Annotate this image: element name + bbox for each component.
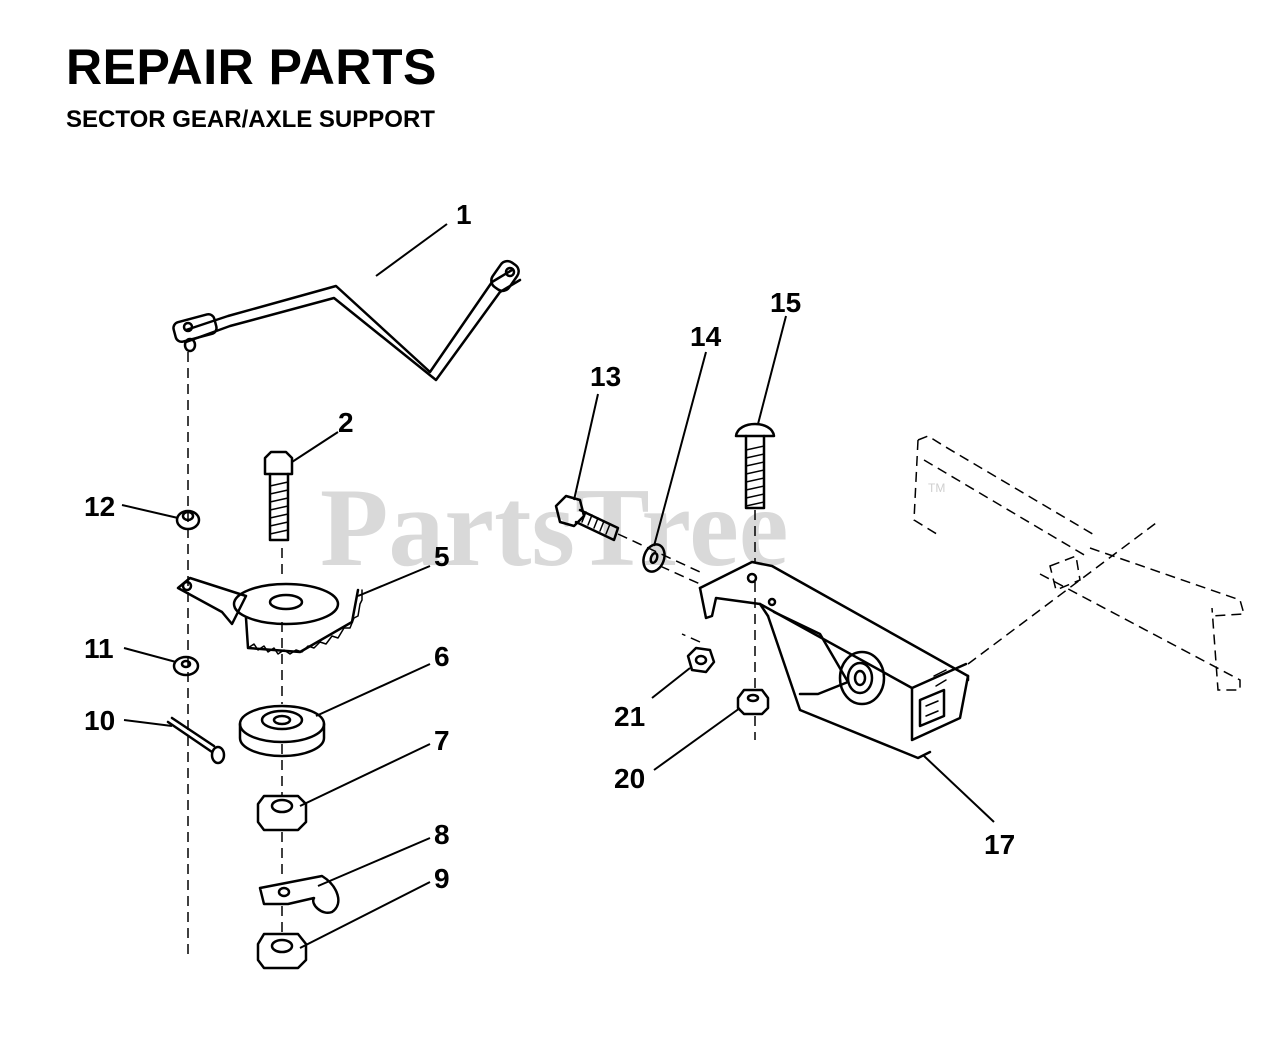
callout-13: 13: [590, 361, 621, 392]
drag-link-part: [172, 259, 522, 382]
carriage-bolt-part-15: [734, 422, 776, 510]
nut-part-7: [256, 794, 308, 832]
phantom-lines: [187, 352, 1245, 958]
cotter-pin-part: [166, 716, 226, 765]
page-title: REPAIR PARTS: [66, 39, 437, 95]
callout-labels: 1 2 5 6 7 8 9 10 11 12 13 14 15 17 20 21: [84, 199, 1015, 894]
page-subtitle: SECTOR GEAR/AXLE SUPPORT: [66, 106, 435, 133]
nut-part-20: [736, 688, 770, 716]
washer-part-11: [172, 655, 200, 677]
bolt-part-13: [554, 494, 620, 542]
clip-part-8: [258, 874, 340, 915]
callout-7: 7: [434, 725, 450, 756]
watermark: PartsTree: [320, 466, 789, 590]
callout-11: 11: [84, 633, 114, 664]
callout-5: 5: [434, 541, 450, 572]
bolt-part-2: [263, 450, 294, 542]
nut-part-21: [686, 646, 716, 674]
washer-part-14: [642, 543, 666, 573]
callout-20: 20: [614, 763, 645, 794]
sector-gear-part: [176, 576, 363, 655]
callout-14: 14: [690, 321, 722, 352]
watermark-trademark: TM: [928, 481, 945, 495]
callout-8: 8: [434, 819, 450, 850]
callout-10: 10: [84, 705, 115, 736]
callout-15: 15: [770, 287, 801, 318]
callout-6: 6: [434, 641, 450, 672]
callout-21: 21: [614, 701, 645, 732]
callout-9: 9: [434, 863, 450, 894]
callout-1: 1: [456, 199, 472, 230]
callout-2: 2: [338, 407, 354, 438]
nut-part-9: [256, 932, 308, 970]
leader-lines: [121, 223, 995, 949]
callout-17: 17: [984, 829, 1015, 860]
bushing-part-6: [238, 704, 326, 758]
axle-support-part-17: [698, 560, 970, 760]
callout-12: 12: [84, 491, 115, 522]
